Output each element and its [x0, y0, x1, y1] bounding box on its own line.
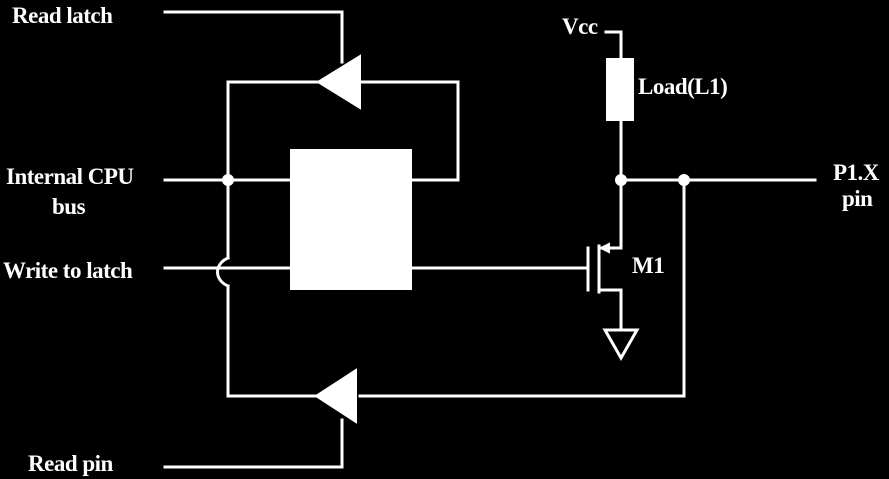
read-latch-label: Read latch [12, 3, 113, 28]
read-pin-path [163, 418, 344, 469]
read-latch-buffer [316, 54, 361, 110]
vcc-label: Vcc [562, 14, 598, 39]
latch-block [290, 149, 412, 290]
pin-node-wire [358, 174, 817, 398]
vcc-supply [604, 30, 623, 60]
internal-cpu-bus-label: Internal CPU [6, 164, 134, 189]
load-resistor [606, 58, 634, 121]
transistor-m1 [586, 178, 623, 332]
pin-label: P1.X [833, 160, 880, 185]
m1-label: M1 [632, 253, 664, 278]
read-pin-label: Read pin [28, 451, 114, 476]
internal-bus-wire [163, 174, 318, 398]
write-to-latch-label: Write to latch [3, 258, 133, 283]
ground-symbol [602, 328, 640, 362]
read-latch-path [163, 10, 460, 182]
pin-label-2: pin [842, 186, 873, 211]
internal-cpu-bus-label-2: bus [52, 194, 86, 219]
load-label: Load(L1) [638, 74, 727, 99]
read-pin-buffer [314, 368, 357, 424]
